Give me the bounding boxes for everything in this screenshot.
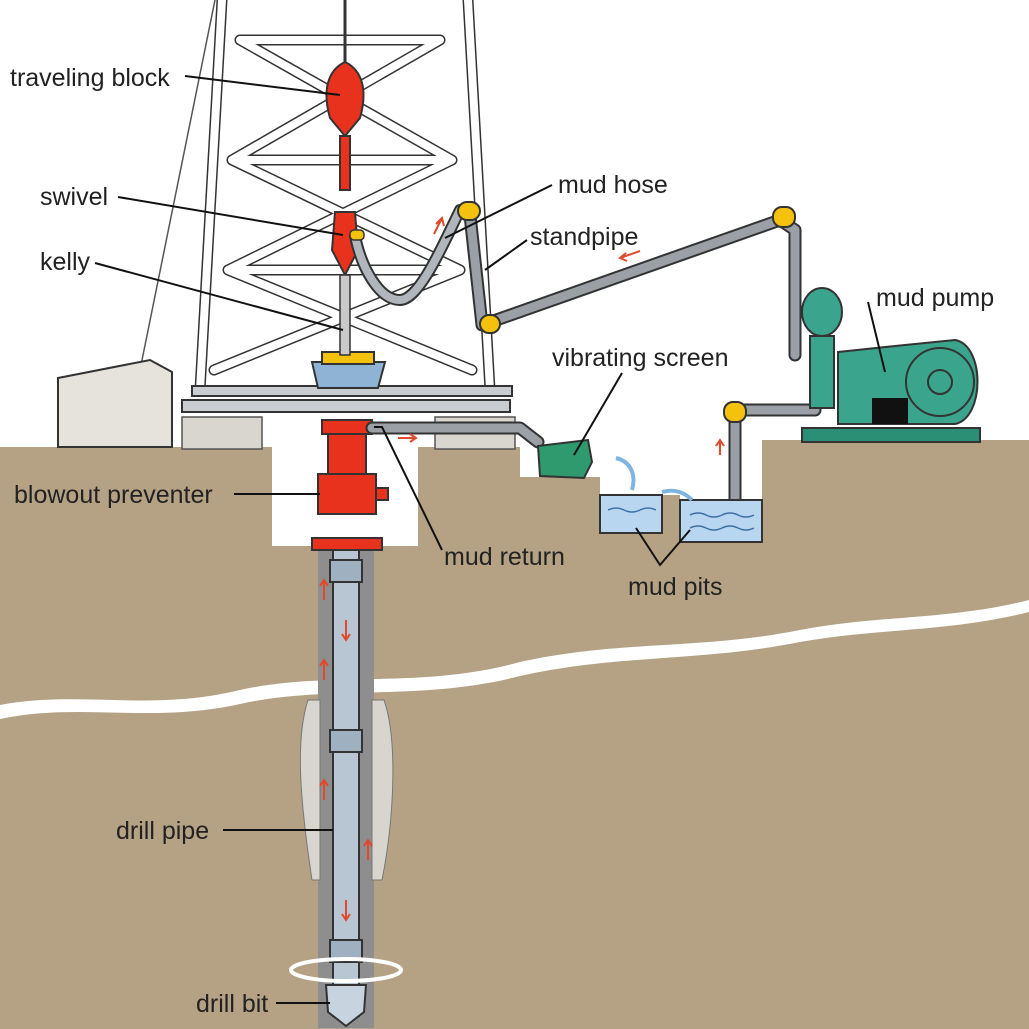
- label-drill-pipe: drill pipe: [116, 817, 209, 845]
- rotation-arrow-icon: [289, 957, 403, 983]
- pulsation-dampener: [801, 287, 843, 337]
- label-vibrating-screen: vibrating screen: [552, 344, 728, 372]
- blowout-preventer-stack: [311, 419, 389, 551]
- mud-pit-right: [679, 499, 763, 543]
- label-mud-hose: mud hose: [558, 171, 668, 199]
- drill-floor: [181, 351, 516, 450]
- kelly-shape: [339, 274, 351, 356]
- hoist-string: [325, 60, 365, 356]
- drill-bit-shape: [324, 984, 368, 1028]
- borehole: [289, 545, 403, 1028]
- leader-lines: [94, 75, 886, 1004]
- doghouse: [57, 358, 173, 448]
- label-drill-bit: drill bit: [196, 990, 268, 1018]
- ground: [0, 440, 1029, 1029]
- label-blowout-preventer: blowout preventer: [14, 481, 213, 509]
- mud-pump-assembly: [801, 287, 981, 443]
- vibrating-screen-shape: [536, 438, 594, 480]
- label-mud-pump: mud pump: [876, 284, 994, 312]
- label-standpipe: standpipe: [530, 223, 638, 251]
- label-traveling-block: traveling block: [10, 64, 170, 92]
- mud-treatment: [536, 438, 763, 543]
- mud-circuit: [349, 201, 822, 507]
- traveling-block-shape: [325, 60, 365, 138]
- derrick: [139, 0, 496, 396]
- label-kelly: kelly: [40, 248, 91, 276]
- ground-break-line: [0, 600, 1029, 719]
- rotary-table: [310, 361, 387, 389]
- labels: traveling block swivel kelly mud hose st…: [10, 64, 994, 1018]
- label-swivel: swivel: [40, 183, 108, 211]
- label-mud-return: mud return: [444, 543, 565, 571]
- swivel-shape: [330, 211, 360, 278]
- mud-pit-left: [599, 494, 663, 534]
- label-mud-pits: mud pits: [628, 573, 722, 601]
